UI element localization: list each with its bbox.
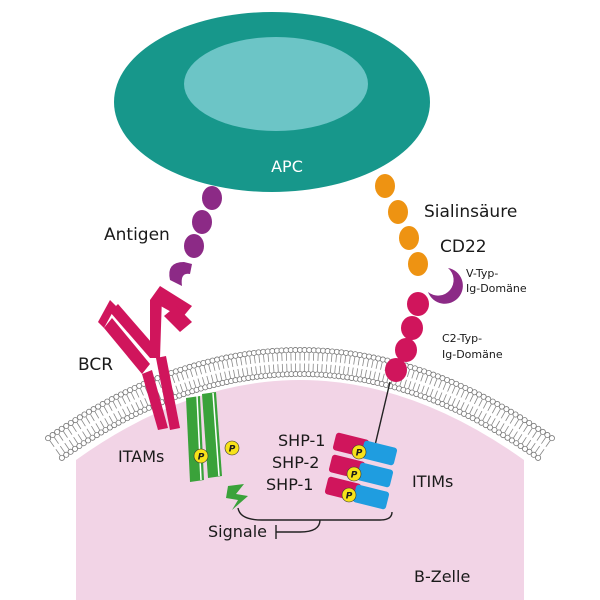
itam-phospho: P P	[193, 440, 240, 464]
bcr-receptor	[98, 286, 192, 430]
shp-itim-stack: P P P	[324, 432, 398, 510]
svg-text:P: P	[346, 492, 353, 502]
cd22-label: CD22	[440, 237, 487, 257]
antigen-binding-tip	[169, 262, 192, 286]
v-type-label-line1: V-Typ-	[466, 267, 498, 280]
apc-label: APC	[271, 157, 303, 176]
sialic-acid	[375, 174, 428, 276]
c2-type-label-line2: Ig-Domäne	[442, 348, 503, 361]
v-type-label-line2: Ig-Domäne	[466, 282, 527, 295]
antigen-label: Antigen	[104, 225, 170, 245]
svg-text:P: P	[229, 445, 236, 455]
sialic-acid-label: Sialinsäure	[424, 202, 517, 222]
cd22-domain	[401, 316, 423, 340]
sialic-bead	[375, 174, 395, 198]
svg-text:P: P	[351, 471, 358, 481]
antigen-bead	[192, 210, 212, 234]
cd22-c2-domains	[385, 292, 429, 382]
itams-label: ITAMs	[118, 447, 164, 466]
bcr-label: BCR	[78, 355, 113, 375]
svg-text:P: P	[198, 453, 205, 463]
itims-label: ITIMs	[412, 472, 453, 491]
signal-bolt-icon	[226, 484, 248, 510]
sialic-bead	[408, 252, 428, 276]
cd22-v-domain	[428, 268, 463, 304]
cd22-domain	[407, 292, 429, 316]
apc-cell: APC	[114, 12, 430, 192]
sialic-bead	[399, 226, 419, 250]
b-cell-label: B-Zelle	[414, 567, 470, 586]
sialic-bead	[388, 200, 408, 224]
c2-type-label-line1: C2-Typ-	[442, 332, 482, 345]
antigen-bead	[202, 186, 222, 210]
shp-1-bottom-label: SHP-1	[266, 475, 313, 494]
shp-1-top-label: SHP-1	[278, 431, 325, 450]
antigen	[169, 186, 222, 286]
cd22-domain	[385, 358, 407, 382]
inhibition-bracket	[237, 507, 393, 539]
shp-2-label: SHP-2	[272, 453, 319, 472]
cd22-domain	[395, 338, 417, 362]
svg-text:P: P	[356, 449, 363, 459]
antigen-bead	[184, 234, 204, 258]
signals-label: Signale	[208, 522, 267, 541]
